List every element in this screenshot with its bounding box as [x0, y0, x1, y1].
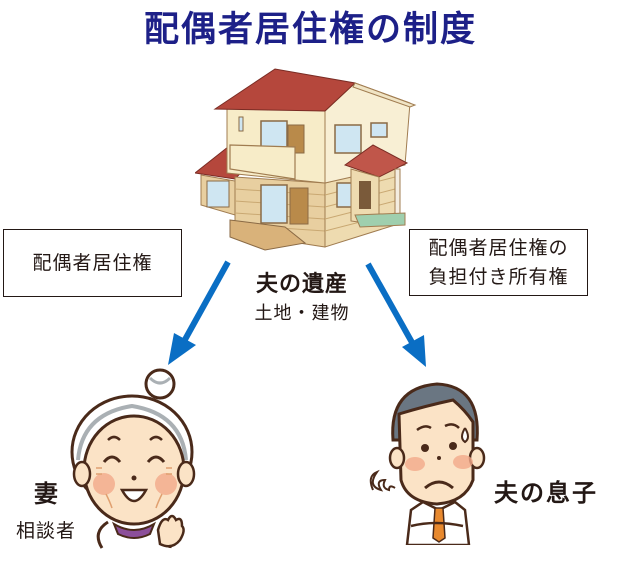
spouse-residence-right-label: 配偶者居住権	[32, 251, 153, 274]
spouse-residence-right-box: 配偶者居住権	[3, 229, 182, 297]
house-icon	[195, 68, 417, 251]
wife-label-group: 妻 相談者	[6, 478, 86, 546]
estate-detail: 土地・建物	[254, 303, 350, 324]
burdened-ownership-box: 配偶者居住権の 負担付き所有権	[409, 229, 588, 296]
wife-label: 妻	[34, 480, 58, 508]
burdened-ownership-line1: 配偶者居住権の	[428, 236, 569, 259]
wife-role: 相談者	[15, 520, 76, 542]
estate-label: 夫の遺産	[255, 272, 348, 297]
elderly-woman-smiling-icon	[70, 368, 196, 549]
arrow-to-son-icon	[365, 262, 426, 367]
arrow-to-wife-icon	[168, 260, 231, 365]
burdened-ownership-line2: 負担付き所有権	[428, 265, 569, 288]
estate-label-group: 夫の遺産 土地・建物	[232, 270, 372, 328]
son-label: 夫の息子	[494, 479, 598, 507]
worried-man-icon	[369, 382, 486, 545]
page-title: 配偶者居住権の制度	[143, 10, 477, 50]
